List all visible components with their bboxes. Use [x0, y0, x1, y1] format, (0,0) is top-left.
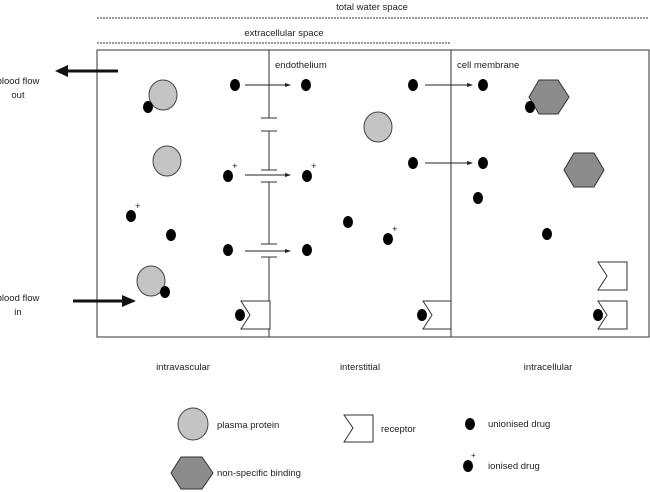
unionised-drug: [478, 79, 488, 91]
receptor-icon: [597, 300, 628, 330]
unionised-drug: [525, 101, 535, 113]
legend-ionised-drug: ionised drug: [488, 461, 540, 472]
transfer-arrows: [245, 83, 473, 253]
blood-flow-out-arrowhead: [55, 65, 68, 77]
non-specific-binding-sites: [528, 79, 605, 188]
receptor-icon: [597, 261, 628, 291]
receptor-icon: [422, 300, 452, 330]
hexagon-binding: [563, 152, 605, 188]
receptors: [240, 261, 628, 330]
total-water-space-label: total water space: [336, 2, 408, 13]
ionised-drug: [302, 170, 312, 182]
unionised-drug: [542, 228, 552, 240]
unionised-drug: [223, 244, 233, 256]
ionised-sign: +: [471, 451, 476, 460]
ionised-drug: [126, 210, 136, 222]
ionised-signs: + + + +: [135, 161, 398, 235]
unionised-drug: [417, 309, 427, 321]
ionised-drug: [223, 170, 233, 182]
unionised-drug: [166, 229, 176, 241]
receptor-legend-icon: [343, 414, 374, 443]
ionised-sign: +: [135, 201, 141, 212]
legend-non-specific-binding: non-specific binding: [217, 468, 301, 479]
legend-receptor: receptor: [381, 424, 416, 435]
drug-molecules: [126, 79, 603, 321]
unionised-drug: [160, 286, 170, 298]
unionised-drug: [301, 79, 311, 91]
interstitial-label: interstitial: [340, 362, 380, 373]
plasma-protein: [136, 265, 166, 297]
plasma-protein-legend-icon: [177, 407, 209, 441]
unionised-drug: [343, 216, 353, 228]
plasma-protein: [152, 145, 182, 177]
blood-flow-in-arrowhead: [122, 295, 136, 307]
unionised-drug: [230, 79, 240, 91]
endothelium-wall: [261, 50, 277, 337]
blood-flow-out-label-1: blood flow: [0, 76, 40, 87]
extracellular-space-label: extracellular space: [244, 28, 323, 39]
plasma-protein: [148, 79, 178, 111]
endothelium-label: endothelium: [275, 60, 327, 71]
ionised-drug: [383, 233, 393, 245]
plasma-protein: [363, 111, 393, 143]
intravascular-label: intravascular: [156, 362, 210, 373]
ionised-sign: +: [392, 224, 398, 235]
legend: plasma protein receptor unionised drug n…: [170, 407, 550, 490]
legend-plasma-protein: plasma protein: [217, 420, 279, 431]
ionised-drug-legend-icon: [463, 460, 473, 472]
unionised-drug: [235, 309, 245, 321]
unionised-drug: [408, 157, 418, 169]
receptor-icon: [240, 300, 271, 330]
cell-membrane-label: cell membrane: [457, 60, 519, 71]
unionised-drug: [593, 309, 603, 321]
unionised-drug: [408, 79, 418, 91]
unionised-drug: [302, 244, 312, 256]
hexagon-legend-icon: [170, 456, 214, 490]
compartment-box: [96, 49, 650, 338]
blood-flow-out-label-2: out: [11, 90, 25, 101]
blood-flow-in-label-2: in: [14, 307, 21, 318]
ionised-sign: +: [311, 161, 317, 172]
unionised-drug: [478, 157, 488, 169]
unionised-drug: [143, 101, 153, 113]
blood-flow-in-label-1: blood flow: [0, 293, 40, 304]
unionised-drug: [473, 192, 483, 204]
hexagon-binding: [528, 79, 570, 115]
unionised-drug-legend-icon: [465, 418, 475, 430]
intracellular-label: intracellular: [524, 362, 573, 373]
legend-unionised-drug: unionised drug: [488, 419, 550, 430]
plasma-proteins: [136, 79, 393, 297]
ionised-sign: +: [232, 161, 238, 172]
